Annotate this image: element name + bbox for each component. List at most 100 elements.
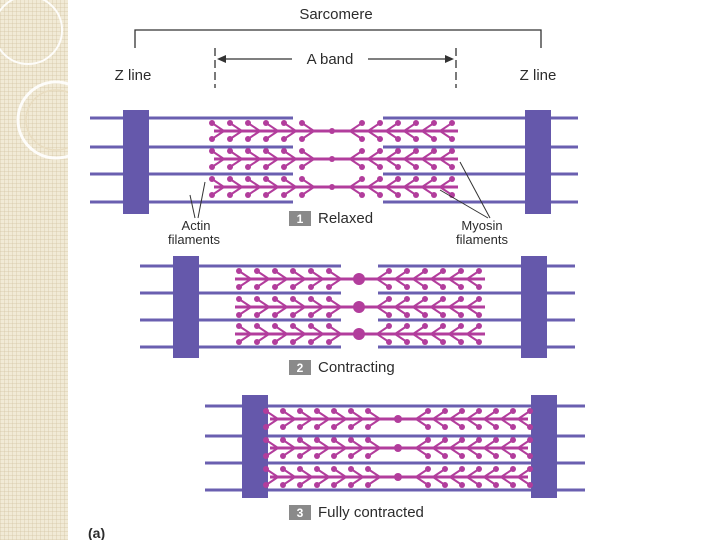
myosin-head bbox=[236, 312, 242, 318]
myosin-head bbox=[263, 148, 269, 154]
myosin-head bbox=[348, 453, 354, 459]
myosin-head bbox=[431, 192, 437, 198]
myosin-head bbox=[227, 192, 233, 198]
myosin-head bbox=[442, 437, 448, 443]
myosin-head bbox=[236, 284, 242, 290]
myosin-head bbox=[272, 323, 278, 329]
m-line-dot bbox=[329, 184, 335, 190]
myosin-head bbox=[440, 339, 446, 345]
stage-label-relaxed: Relaxed bbox=[318, 210, 373, 227]
stage-badge-3 bbox=[289, 505, 311, 520]
myosin-head bbox=[386, 284, 392, 290]
myosin-head bbox=[459, 424, 465, 430]
myosin-head bbox=[299, 120, 305, 126]
actin-pointer-2 bbox=[197, 181, 206, 219]
myosin-head bbox=[527, 466, 533, 472]
myosin-head bbox=[395, 136, 401, 142]
myosin-head bbox=[326, 312, 332, 318]
panel-fully-contracted bbox=[205, 395, 585, 498]
myosin-head bbox=[425, 424, 431, 430]
z-line-right-label: Z line bbox=[520, 67, 557, 84]
myosin-head bbox=[413, 164, 419, 170]
myosin-head bbox=[422, 284, 428, 290]
myosin-pointer-2 bbox=[439, 189, 489, 219]
myosin-head bbox=[413, 136, 419, 142]
myosin-head bbox=[314, 408, 320, 414]
myosin-head bbox=[442, 466, 448, 472]
z-disc-right bbox=[531, 395, 557, 498]
myosin-head bbox=[290, 323, 296, 329]
myosin-head bbox=[263, 408, 269, 414]
myosin-head bbox=[386, 339, 392, 345]
myosin-head bbox=[425, 482, 431, 488]
myosin-head bbox=[297, 424, 303, 430]
myosin-head bbox=[272, 312, 278, 318]
myosin-head bbox=[227, 148, 233, 154]
myosin-head bbox=[290, 268, 296, 274]
myosin-head bbox=[449, 164, 455, 170]
myosin-head bbox=[404, 312, 410, 318]
myosin-head bbox=[458, 312, 464, 318]
myosin-head bbox=[326, 339, 332, 345]
myosin-head bbox=[404, 339, 410, 345]
myosin-head bbox=[458, 323, 464, 329]
myosin-head bbox=[263, 437, 269, 443]
myosin-head bbox=[308, 284, 314, 290]
myosin-head bbox=[476, 339, 482, 345]
myosin-head bbox=[308, 312, 314, 318]
myosin-label-line1: Myosin bbox=[461, 218, 502, 233]
stage-label-fully-contracted: Fully contracted bbox=[318, 504, 424, 521]
m-line-dot bbox=[394, 415, 402, 423]
myosin-label-line2: filaments bbox=[456, 232, 509, 247]
myosin-head bbox=[331, 408, 337, 414]
myosin-head bbox=[326, 284, 332, 290]
myosin-head bbox=[476, 296, 482, 302]
myosin-head bbox=[493, 466, 499, 472]
panel-contracting bbox=[140, 256, 575, 358]
myosin-head bbox=[449, 148, 455, 154]
myosin-head bbox=[348, 437, 354, 443]
myosin-head bbox=[459, 466, 465, 472]
myosin-head bbox=[359, 120, 365, 126]
myosin-head bbox=[331, 466, 337, 472]
myosin-head bbox=[476, 453, 482, 459]
myosin-head bbox=[377, 136, 383, 142]
stage-number-1: 1 bbox=[297, 212, 304, 226]
myosin-head bbox=[254, 312, 260, 318]
actin-label-line1: Actin bbox=[182, 218, 211, 233]
myosin-head bbox=[527, 424, 533, 430]
myosin-head bbox=[425, 466, 431, 472]
myosin-head bbox=[236, 339, 242, 345]
myosin-head bbox=[245, 136, 251, 142]
decorative-side-strip bbox=[0, 0, 96, 540]
myosin-head bbox=[510, 482, 516, 488]
myosin-head bbox=[280, 437, 286, 443]
myosin-head bbox=[272, 296, 278, 302]
stage-number-2: 2 bbox=[297, 361, 304, 375]
myosin-head bbox=[331, 424, 337, 430]
myosin-head bbox=[263, 164, 269, 170]
myosin-head bbox=[476, 312, 482, 318]
myosin-head bbox=[348, 482, 354, 488]
myosin-head bbox=[449, 120, 455, 126]
myosin-head bbox=[245, 176, 251, 182]
myosin-head bbox=[404, 284, 410, 290]
stage-badge-2 bbox=[289, 360, 311, 375]
myosin-head bbox=[209, 120, 215, 126]
myosin-head bbox=[359, 148, 365, 154]
myosin-head bbox=[510, 424, 516, 430]
arrowhead-right-icon bbox=[445, 55, 454, 63]
myosin-head bbox=[459, 437, 465, 443]
myosin-head bbox=[326, 296, 332, 302]
myosin-head bbox=[297, 453, 303, 459]
myosin-head bbox=[510, 408, 516, 414]
sarcomere-bracket bbox=[134, 29, 542, 48]
stage-label-contracting: Contracting bbox=[318, 359, 395, 376]
sarcomere-diagram: Sarcomere A band Z line Z line Actin fil… bbox=[88, 6, 585, 541]
myosin-head bbox=[458, 268, 464, 274]
myosin-head bbox=[290, 339, 296, 345]
myosin-head bbox=[297, 408, 303, 414]
panel-relaxed bbox=[90, 110, 578, 214]
myosin-head bbox=[209, 192, 215, 198]
myosin-head bbox=[254, 339, 260, 345]
